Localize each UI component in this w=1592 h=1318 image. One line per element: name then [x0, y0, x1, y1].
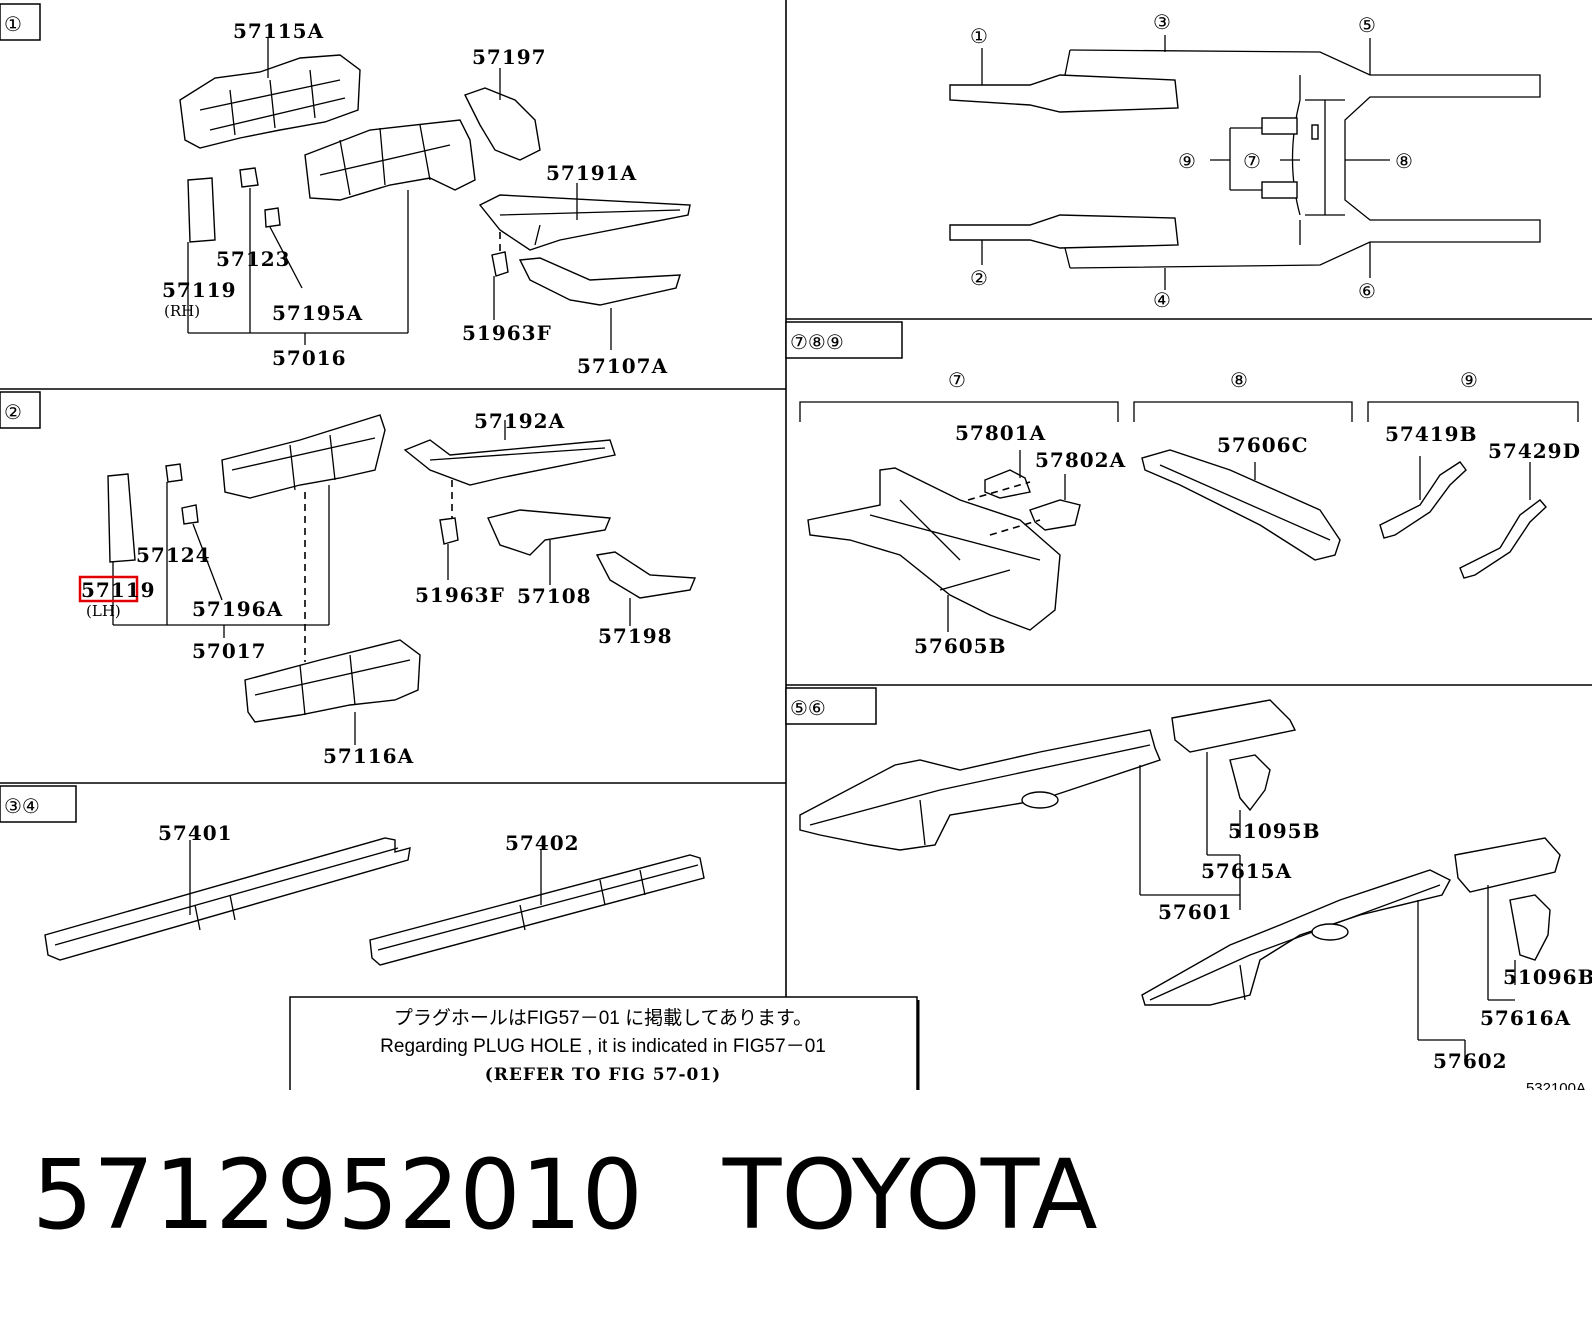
- brand-name: TOYOTA: [722, 1139, 1098, 1251]
- label-57401: 57401: [158, 821, 233, 845]
- label-57419B: 57419B: [1385, 422, 1477, 446]
- label-51963F-2: 51963F: [415, 583, 505, 607]
- panel-tag-34: ③④: [0, 785, 77, 823]
- label-57116A: 57116A: [323, 744, 414, 768]
- label-57017: 57017: [192, 639, 267, 663]
- highlight-box: [78, 575, 139, 603]
- panel-2-parts: [107, 414, 697, 745]
- panel-789-parts: [799, 401, 1579, 632]
- overview-marker-6: ⑥: [1358, 279, 1376, 303]
- label-57615A: 57615A: [1201, 859, 1292, 883]
- note-japanese: プラグホールはFIG57－01 に掲載してあります。: [394, 1007, 812, 1029]
- label-57197: 57197: [472, 45, 547, 69]
- label-57429D: 57429D: [1488, 439, 1581, 463]
- group-mark-7: ⑦: [948, 368, 966, 392]
- label-57192A: 57192A: [474, 409, 565, 433]
- panel-tag-789: ⑦⑧⑨: [785, 321, 903, 359]
- note-english: Regarding PLUG HOLE , it is indicated in…: [380, 1036, 826, 1057]
- overview-frame: [949, 35, 1541, 290]
- product-caption: 5712952010 TOYOTA: [32, 1130, 1098, 1260]
- panel-tag-789-text: ⑦⑧⑨: [790, 330, 844, 354]
- panel-1-parts: [179, 38, 691, 350]
- label-57616A: 57616A: [1480, 1006, 1571, 1030]
- panel-dividers: [0, 0, 1592, 1000]
- label-57119-rh: 57119: [162, 278, 237, 302]
- label-57605B: 57605B: [914, 634, 1006, 658]
- label-57802A: 57802A: [1035, 448, 1126, 472]
- parts-diagram: ① ② ③④ ⑦⑧⑨ ⑤⑥: [0, 0, 1592, 1090]
- note-refer: (REFER TO FIG 57-01): [485, 1065, 721, 1085]
- label-57119-lh: 57119: [81, 578, 156, 602]
- label-57606C: 57606C: [1217, 433, 1309, 457]
- label-57107A: 57107A: [577, 354, 668, 378]
- overview-marker-9: ⑨: [1178, 149, 1196, 173]
- label-57115A: 57115A: [233, 19, 324, 43]
- label-57196A: 57196A: [192, 597, 283, 621]
- figure-code: 532100A: [1526, 1080, 1586, 1090]
- overview-marker-5: ⑤: [1358, 13, 1376, 37]
- panel-tag-2: ②: [0, 391, 41, 429]
- label-57108: 57108: [517, 584, 592, 608]
- label-lh: (LH): [86, 602, 121, 620]
- panel-tag-2-text: ②: [4, 400, 22, 424]
- label-51963F-1: 51963F: [462, 321, 552, 345]
- label-57602: 57602: [1433, 1049, 1508, 1073]
- label-57801A: 57801A: [955, 421, 1046, 445]
- overview-marker-2: ②: [970, 266, 988, 290]
- label-51096B: 51096B: [1503, 965, 1592, 989]
- panel-tag-1-text: ①: [4, 12, 22, 36]
- panel-tag-56-text: ⑤⑥: [790, 696, 826, 720]
- label-rh: (RH): [164, 302, 200, 320]
- panel-tag-34-text: ③④: [4, 794, 40, 818]
- label-57191A: 57191A: [546, 161, 637, 185]
- panel-34-parts: [44, 837, 705, 966]
- label-57124: 57124: [136, 543, 211, 567]
- label-57123: 57123: [216, 247, 291, 271]
- overview-marker-8: ⑧: [1395, 149, 1413, 173]
- label-57195A: 57195A: [272, 301, 363, 325]
- panel-tag-1: ①: [0, 3, 41, 41]
- plug-hole-note: [289, 996, 920, 1090]
- overview-marker-3: ③: [1153, 10, 1171, 34]
- label-57016: 57016: [272, 346, 347, 370]
- overview-marker-4: ④: [1153, 288, 1171, 312]
- group-mark-9: ⑨: [1460, 368, 1478, 392]
- overview-marker-1: ①: [970, 24, 988, 48]
- label-57601: 57601: [1158, 900, 1233, 924]
- part-number: 5712952010: [32, 1139, 643, 1251]
- panel-56-parts: [799, 699, 1561, 1060]
- panel-tag-56: ⑤⑥: [785, 687, 877, 725]
- label-57402: 57402: [505, 831, 580, 855]
- overview-marker-7: ⑦: [1243, 149, 1261, 173]
- label-57198: 57198: [598, 624, 673, 648]
- group-mark-8: ⑧: [1230, 368, 1248, 392]
- label-51095B: 51095B: [1228, 819, 1320, 843]
